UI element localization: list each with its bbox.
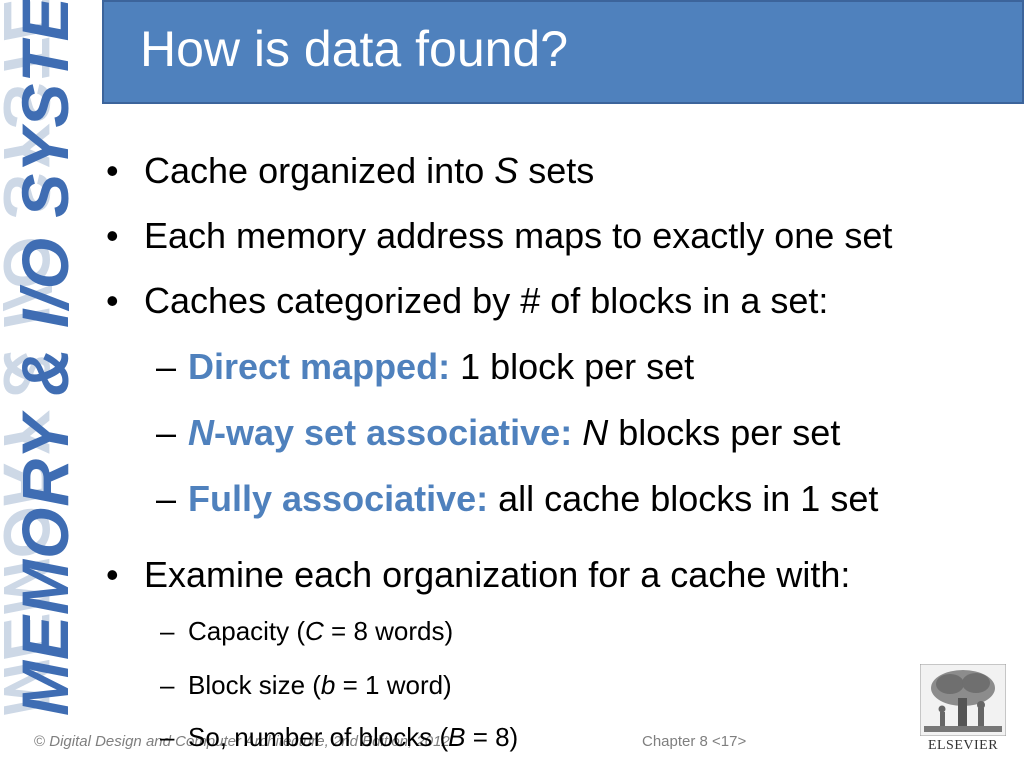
sub-bullet-item: –Direct mapped: 1 block per set: [156, 346, 695, 387]
footer-copyright: © Digital Design and Computer Architectu…: [34, 733, 450, 750]
dash-icon: –: [160, 670, 175, 700]
bullet-item: •Examine each organization for a cache w…: [106, 554, 851, 595]
dash-icon: –: [160, 616, 175, 646]
bullet-icon: •: [106, 215, 119, 256]
sub-bullet-item: –So, number of blocks (B = 8): [160, 722, 519, 752]
dash-icon: –: [156, 346, 177, 387]
sub-bullet-item: –Capacity (C = 8 words): [160, 616, 454, 646]
sub-bullet-item: –Fully associative: all cache blocks in …: [156, 478, 879, 519]
title-bar: How is data found?: [102, 0, 1024, 104]
elsevier-logo: ELSEVIER: [919, 663, 1007, 753]
dash-icon: –: [156, 412, 177, 453]
tree-icon: [919, 663, 1007, 737]
logo-text: ELSEVIER: [927, 738, 999, 753]
sub-bullet-item: –N-way set associative: N blocks per set: [156, 412, 841, 453]
bullet-item: •Cache organized into S sets: [106, 150, 595, 191]
bullet-item: •Each memory address maps to exactly one…: [106, 215, 893, 256]
slide-title: How is data found?: [140, 21, 569, 77]
dash-icon: –: [160, 722, 175, 752]
bullet-icon: •: [106, 150, 119, 191]
dash-icon: –: [156, 478, 177, 519]
side-banner-text: MEMORY & I/O SYSTEMS: [8, 0, 82, 716]
side-banner: MEMORY & I/O SYSTEMS MEMORY & I/O SYSTEM…: [0, 0, 104, 768]
bullet-item: •Caches categorized by # of blocks in a …: [106, 280, 829, 321]
bullet-icon: •: [106, 280, 119, 321]
sub-bullet-item: –Block size (b = 1 word): [160, 670, 452, 700]
footer-chapter: Chapter 8 <17>: [642, 733, 747, 750]
bullet-icon: •: [106, 554, 119, 595]
